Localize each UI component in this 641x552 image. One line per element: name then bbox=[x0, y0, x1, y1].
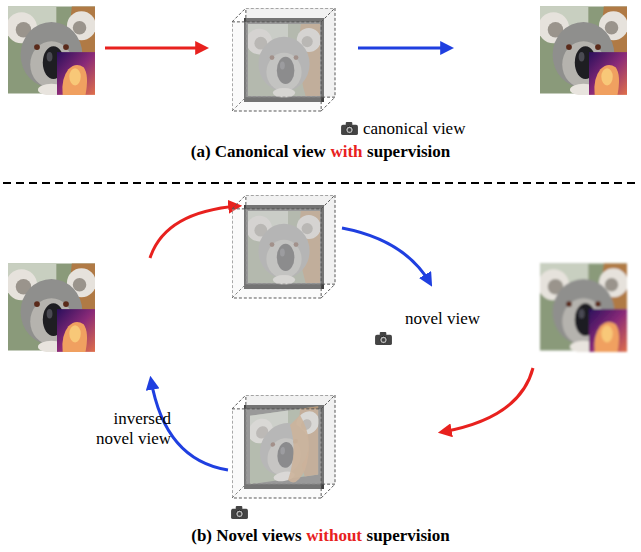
input-photo bbox=[6, 7, 96, 96]
view-label: novel view bbox=[405, 309, 480, 329]
camera-icon bbox=[375, 332, 392, 345]
subfigure-caption: (a) Canonical viewwithsupervision bbox=[0, 142, 641, 162]
encode-arrow bbox=[105, 47, 205, 50]
input-photo bbox=[6, 264, 96, 353]
canonical-cube bbox=[232, 8, 335, 111]
novel-cube bbox=[232, 195, 335, 298]
novel-cube bbox=[232, 195, 335, 298]
novel-view-photo bbox=[538, 264, 628, 353]
caption-text: (b) Novel views bbox=[191, 526, 301, 546]
emphasis-word: with bbox=[330, 142, 362, 162]
render-arrow bbox=[342, 228, 430, 283]
input-photo bbox=[57, 309, 95, 352]
caption-text: supervision bbox=[367, 526, 450, 546]
input-photo bbox=[6, 264, 96, 353]
encode-arrow bbox=[150, 206, 238, 258]
encode-arrow bbox=[442, 368, 533, 432]
novel-view-photo bbox=[538, 264, 628, 353]
view-label: inversed novel view bbox=[85, 409, 171, 448]
rendered-photo bbox=[589, 52, 627, 95]
rendered-photo bbox=[538, 7, 628, 96]
rendered-photo bbox=[538, 7, 628, 96]
subfigure-caption: (b) Novel viewswithoutsupervision bbox=[0, 526, 641, 546]
canonical-cube bbox=[232, 8, 335, 111]
novel-view-photo bbox=[589, 309, 627, 352]
inversed-cube bbox=[232, 395, 335, 498]
caption-text: (a) Canonical view bbox=[191, 142, 326, 162]
emphasis-word: without bbox=[306, 526, 362, 546]
view-label: canonical view bbox=[363, 119, 465, 139]
camera-icon bbox=[341, 122, 358, 135]
render-arrow bbox=[358, 47, 450, 50]
divider-line bbox=[3, 182, 638, 184]
input-photo bbox=[57, 52, 95, 95]
camera-icon bbox=[231, 506, 248, 519]
caption-text: supervision bbox=[367, 142, 450, 162]
input-photo bbox=[6, 7, 96, 96]
inversed-cube bbox=[232, 395, 335, 498]
